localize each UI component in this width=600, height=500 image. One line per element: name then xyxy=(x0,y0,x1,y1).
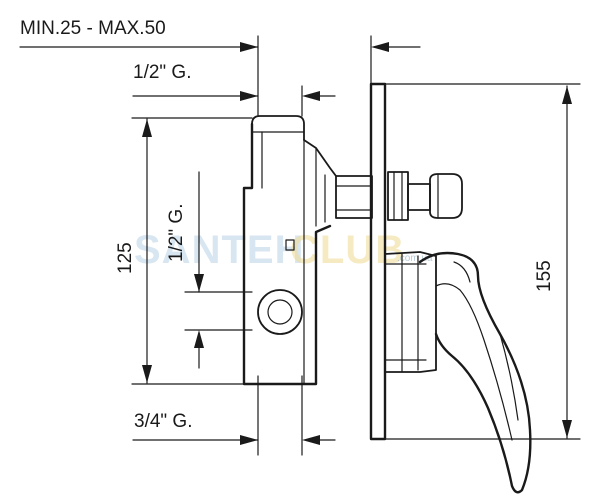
watermark-main: SANTEH xyxy=(134,228,304,272)
mixer-handle xyxy=(384,251,532,494)
diverter-knob xyxy=(335,171,463,221)
watermark-club: CLUB xyxy=(290,228,405,272)
side-outlet-label: 1/2" G. xyxy=(166,204,187,263)
wall-plate xyxy=(369,82,387,441)
top-outlet-dimension xyxy=(132,85,336,117)
plate-height-label: 155 xyxy=(534,260,555,292)
watermark-site: .com.ua xyxy=(397,253,433,264)
wall-depth-label: MIN.25 - MAX.50 xyxy=(20,18,166,39)
valve-body xyxy=(242,115,337,386)
body-height-label: 125 xyxy=(115,242,136,274)
bottom-inlet-label: 3/4" G. xyxy=(134,411,193,432)
body-height-dimension xyxy=(131,117,253,385)
side-outlet-dimension xyxy=(184,171,253,369)
top-outlet-label: 1/2" G. xyxy=(133,62,192,83)
bottom-inlet-dimension xyxy=(132,383,336,456)
wall-depth-dimension xyxy=(19,35,421,117)
plate-height-dimension xyxy=(384,83,581,440)
